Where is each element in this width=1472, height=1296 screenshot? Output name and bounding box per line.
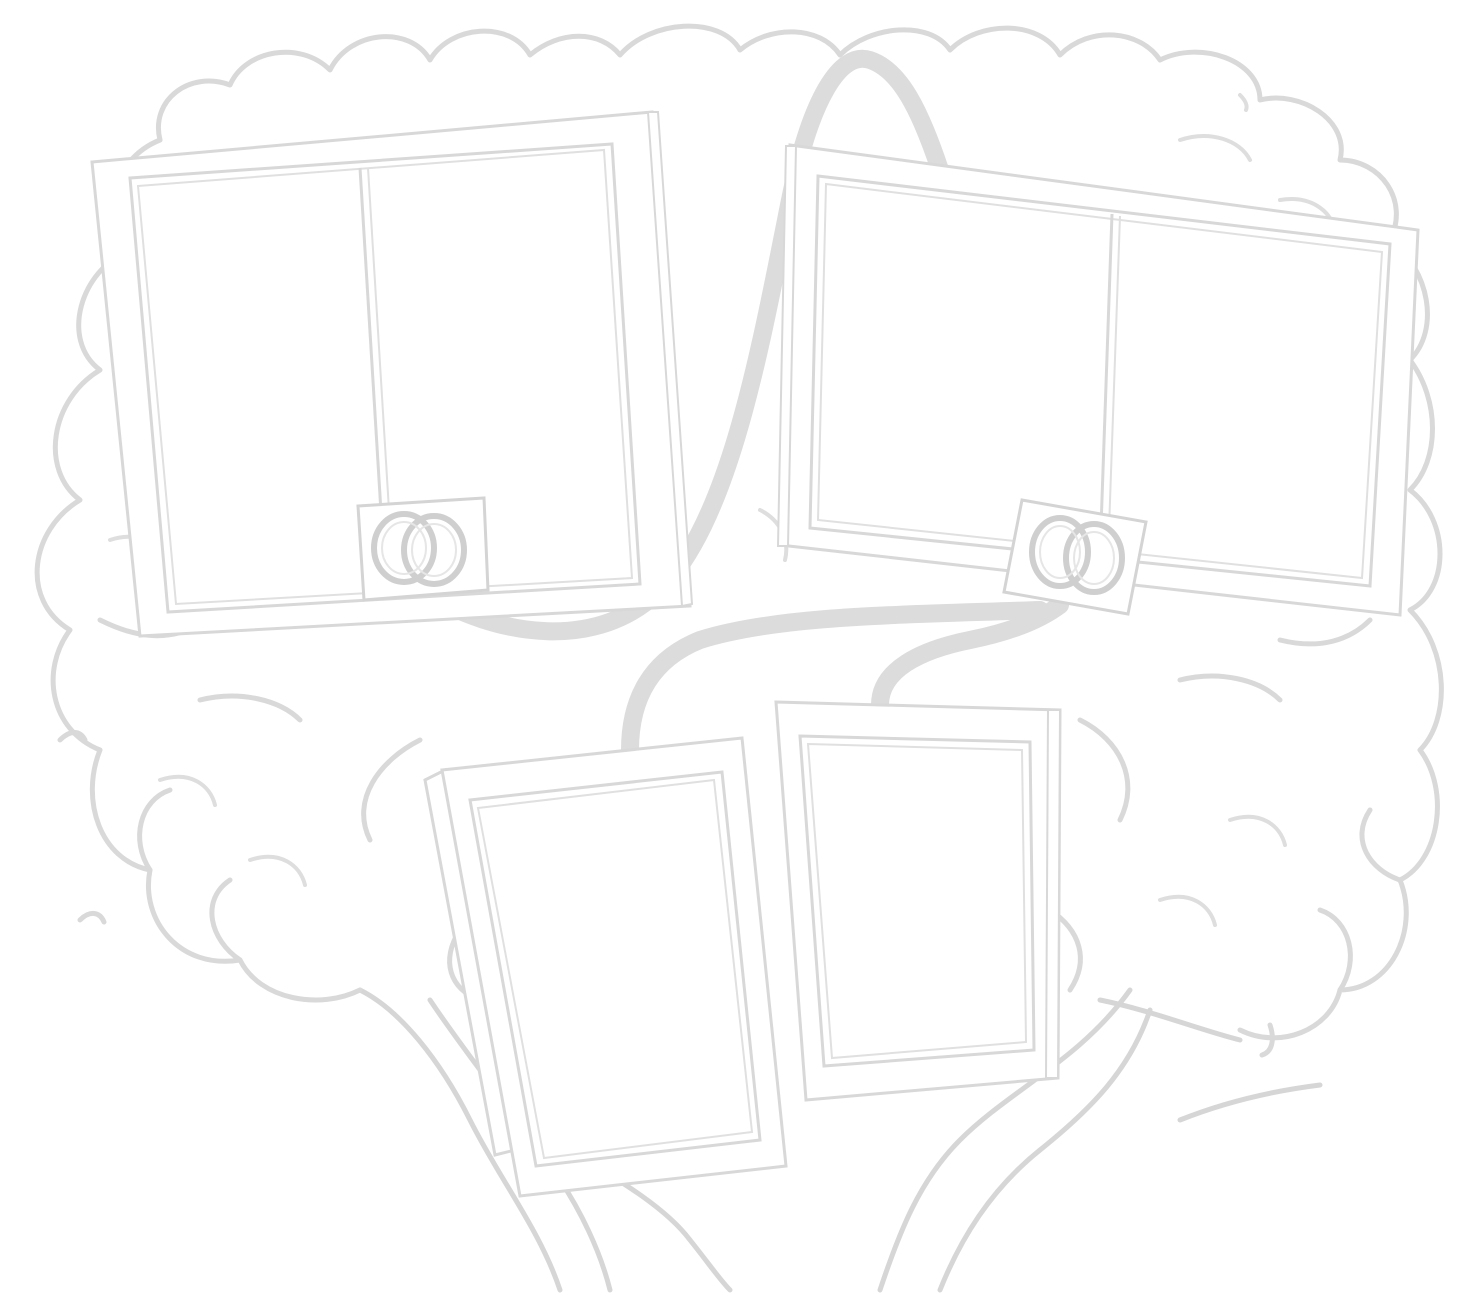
wedding-rings-icon: [1004, 500, 1146, 614]
bottom-right-single-frame: [776, 702, 1060, 1100]
bottom-left-single-frame: [425, 738, 786, 1196]
wedding-rings-icon: [358, 498, 488, 600]
